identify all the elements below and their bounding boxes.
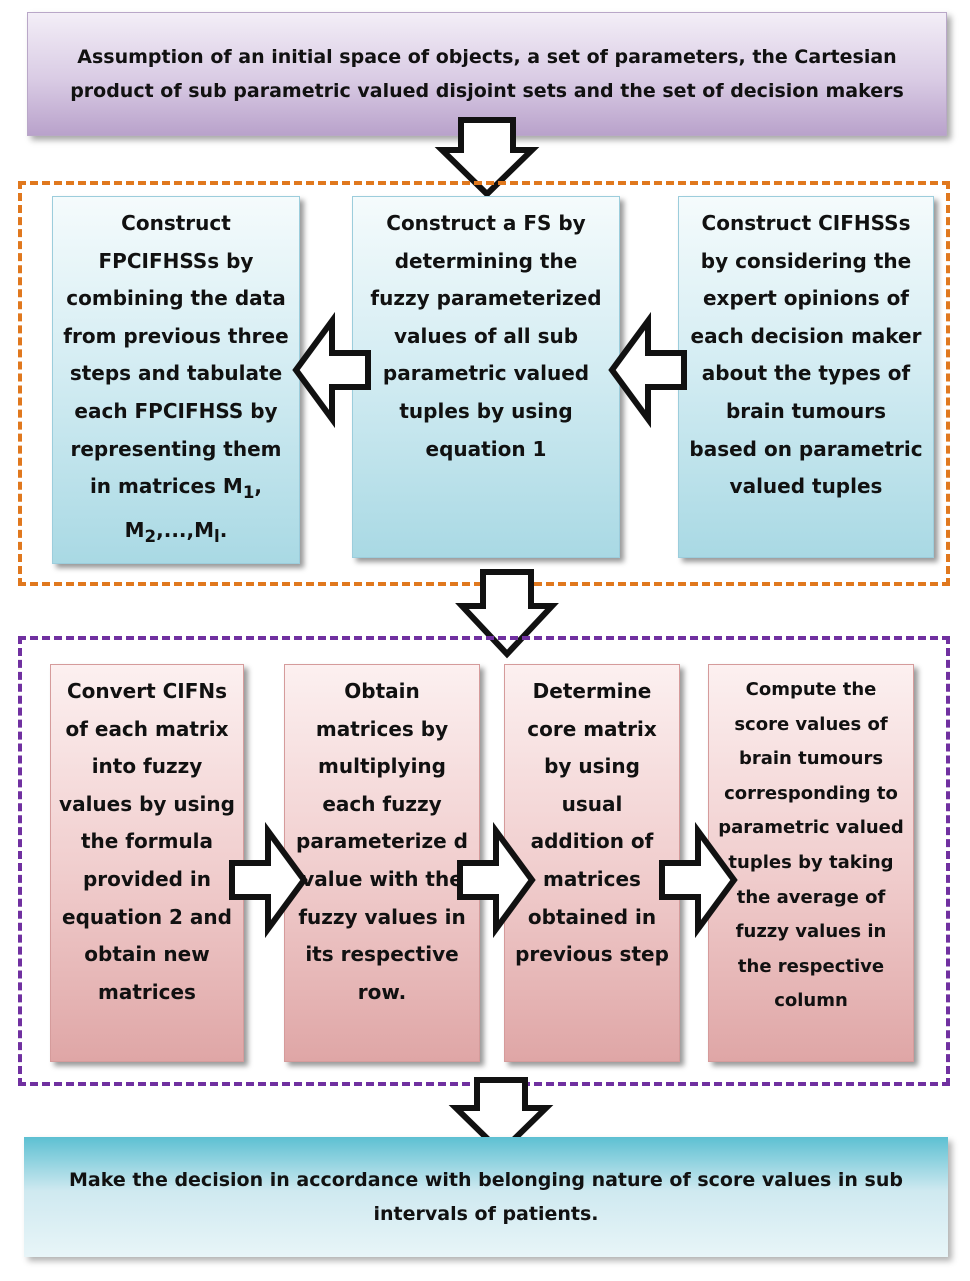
step-initial-assumption-text: Assumption of an initial space of object…: [70, 46, 904, 102]
step-convert-cifns-text: Convert CIFNs of each matrix into fuzzy …: [59, 679, 235, 1004]
step-construct-fpcifhss: Construct FPCIFHSSs by combining the dat…: [52, 196, 300, 564]
step-make-decision: Make the decision in accordance with bel…: [24, 1137, 948, 1257]
down-arrow-3: [448, 1077, 554, 1157]
step-compute-scores-text: Compute the score values of brain tumour…: [718, 679, 904, 1012]
step-construct-fs: Construct a FS by determining the fuzzy …: [352, 196, 620, 558]
down-arrow-1: [434, 117, 540, 199]
step-construct-fs-text: Construct a FS by determining the fuzzy …: [370, 211, 602, 461]
right-arrow-1: [229, 821, 308, 939]
step-core-matrix: Determine core matrix by using usual add…: [504, 664, 680, 1062]
step-compute-scores: Compute the score values of brain tumour…: [708, 664, 914, 1062]
step-construct-cifhss: Construct CIFHSSs by considering the exp…: [678, 196, 934, 558]
step-obtain-matrices-text: Obtain matrices by multiplying each fuzz…: [296, 679, 468, 1004]
step-initial-assumption: Assumption of an initial space of object…: [27, 12, 947, 136]
step-make-decision-text: Make the decision in accordance with bel…: [68, 1169, 903, 1225]
left-arrow-2: [608, 311, 687, 429]
step-construct-fpcifhss-text: Construct FPCIFHSSs by combining the dat…: [63, 211, 289, 499]
step-obtain-matrices: Obtain matrices by multiplying each fuzz…: [284, 664, 480, 1062]
left-arrow-1: [292, 311, 371, 429]
step-core-matrix-text: Determine core matrix by using usual add…: [515, 679, 669, 967]
step-convert-cifns: Convert CIFNs of each matrix into fuzzy …: [50, 664, 244, 1062]
step-construct-cifhss-text: Construct CIFHSSs by considering the exp…: [689, 211, 923, 499]
right-arrow-3: [659, 821, 738, 939]
right-arrow-2: [457, 821, 536, 939]
down-arrow-2: [455, 569, 559, 659]
